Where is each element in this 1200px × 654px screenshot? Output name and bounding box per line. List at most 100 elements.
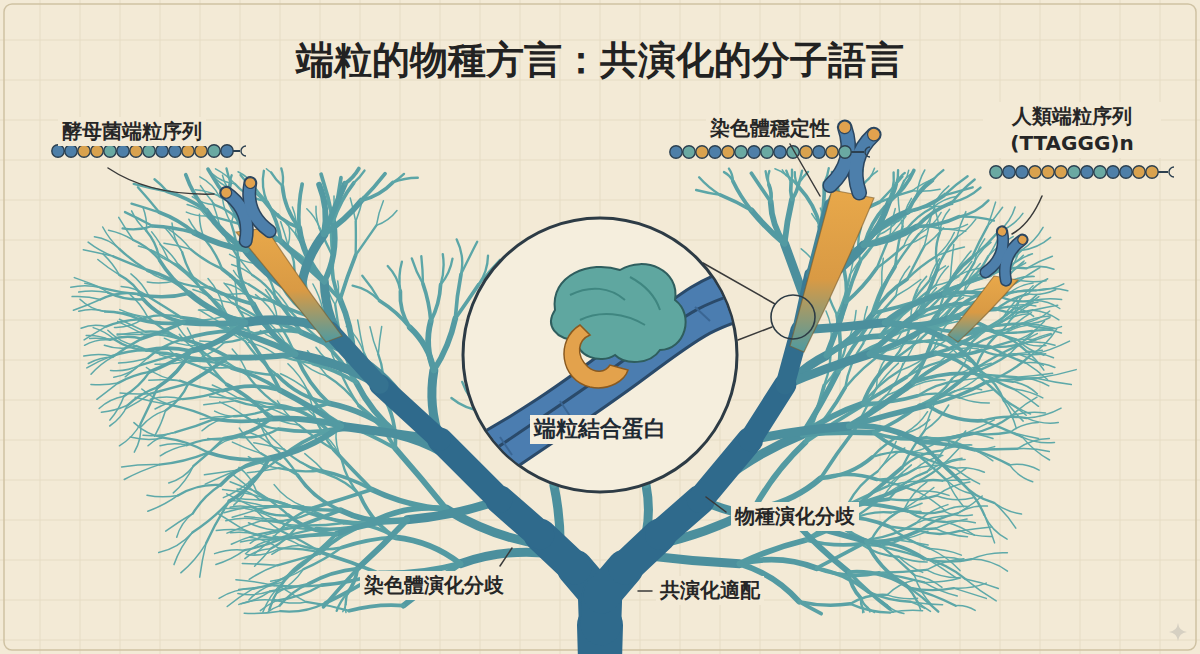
grid-line	[40, 0, 41, 654]
tree-branch	[932, 170, 943, 180]
tree-branch	[91, 383, 118, 385]
annotation-label: 人類端粒序列 (TTAGGG)n	[983, 102, 1161, 158]
tree-branch	[1016, 302, 1038, 311]
tree-branch	[395, 448, 446, 509]
tree-branch	[1028, 290, 1056, 295]
sequence-bead	[1003, 166, 1015, 178]
tree-branch	[249, 565, 277, 579]
sequence-bead	[117, 145, 129, 157]
tree-branch	[181, 543, 206, 573]
tree-branch	[376, 201, 383, 226]
tree-branch	[925, 405, 949, 430]
tree-branch	[959, 200, 988, 216]
tree-branch	[148, 432, 176, 446]
tree-branch	[150, 351, 191, 372]
tree-branch	[143, 432, 176, 436]
tree-branch	[1014, 389, 1043, 398]
tree-branch	[106, 319, 139, 326]
tree-branch	[101, 288, 139, 294]
sequence-bead	[826, 146, 838, 158]
sequence-bead	[813, 146, 825, 158]
tree-branch	[869, 171, 877, 178]
tree-branch	[224, 506, 264, 513]
tree-branch	[85, 340, 110, 346]
sequence-bead	[130, 145, 142, 157]
sequence-bead	[774, 146, 786, 158]
tree-branch	[907, 246, 924, 279]
tree-branch	[885, 294, 944, 323]
sequence-bead	[1146, 166, 1158, 178]
chromosome-ridge	[695, 307, 710, 321]
leader-line	[738, 327, 772, 340]
tree-branch	[354, 222, 357, 256]
tree-branch	[176, 419, 215, 432]
tree-branch	[221, 458, 270, 485]
telomere-sequence	[52, 145, 246, 157]
sequence-bead	[156, 145, 168, 157]
tree-branch	[340, 255, 356, 299]
tree-branch	[960, 527, 992, 531]
tree-branch	[298, 475, 341, 510]
tree-branch	[863, 360, 893, 404]
tree-branch	[769, 185, 771, 202]
tree-branch	[380, 301, 410, 328]
tree-branch	[987, 202, 995, 227]
chromosome	[981, 225, 1028, 282]
tree-branch	[917, 491, 945, 510]
tree-branch	[122, 465, 160, 467]
tree-branch	[158, 351, 191, 387]
tree-branch	[281, 168, 283, 186]
tree-branch	[908, 511, 946, 522]
tree-branch	[227, 589, 253, 607]
sequence-bead	[221, 145, 233, 157]
tree-branch	[768, 171, 769, 185]
tree-branch	[849, 572, 890, 609]
tree-branch	[280, 603, 325, 612]
tree-branch	[178, 485, 221, 496]
tree-branch	[118, 321, 145, 334]
grid-line	[0, 160, 1200, 161]
tree-branch	[786, 171, 791, 183]
telomere-cap	[1016, 234, 1028, 246]
tree-branch	[431, 285, 441, 321]
tree-branch	[124, 465, 159, 480]
sequence-bead	[839, 146, 851, 158]
tree-branch	[94, 237, 119, 249]
tree-branch	[271, 173, 282, 186]
tree-branch	[861, 598, 868, 608]
sequence-end-hook	[865, 147, 870, 157]
tree-branch	[123, 226, 153, 229]
tree-branch	[987, 207, 1002, 226]
sequence-bead	[735, 146, 747, 158]
tree-branch	[201, 186, 215, 205]
tree-branch	[920, 268, 938, 313]
tree-branch	[148, 495, 178, 511]
title: 端粒的物種方言：共演化的分子語言	[296, 38, 904, 84]
tree-branch	[919, 513, 957, 530]
tree-branch	[1023, 318, 1050, 324]
sequence-bead	[1094, 166, 1106, 178]
tree-branch	[868, 608, 870, 612]
annotation-label: 物種演化分歧	[731, 502, 859, 531]
sequence-bead	[1029, 166, 1041, 178]
annotation-label: 染色體演化分歧	[360, 571, 508, 600]
tree-branch	[911, 602, 925, 609]
tree-branch	[868, 608, 875, 613]
tree-branch	[775, 169, 786, 175]
tree-branch	[1037, 370, 1077, 379]
annotation-label: 染色體穩定性	[706, 114, 834, 143]
sequence-bead	[748, 146, 760, 158]
tree-branch	[1037, 378, 1072, 384]
tree-branch	[259, 527, 297, 534]
sequence-bead	[104, 145, 116, 157]
paper-frame	[4, 4, 1196, 650]
tree-branch	[249, 284, 273, 301]
tree-branch	[125, 212, 153, 226]
tree-branch	[954, 588, 987, 598]
phylogenetic-tree	[71, 168, 1076, 654]
tree-branch	[960, 481, 985, 515]
tree-branch	[193, 439, 224, 467]
tree-branch	[399, 262, 402, 291]
tree-branch	[935, 353, 977, 374]
